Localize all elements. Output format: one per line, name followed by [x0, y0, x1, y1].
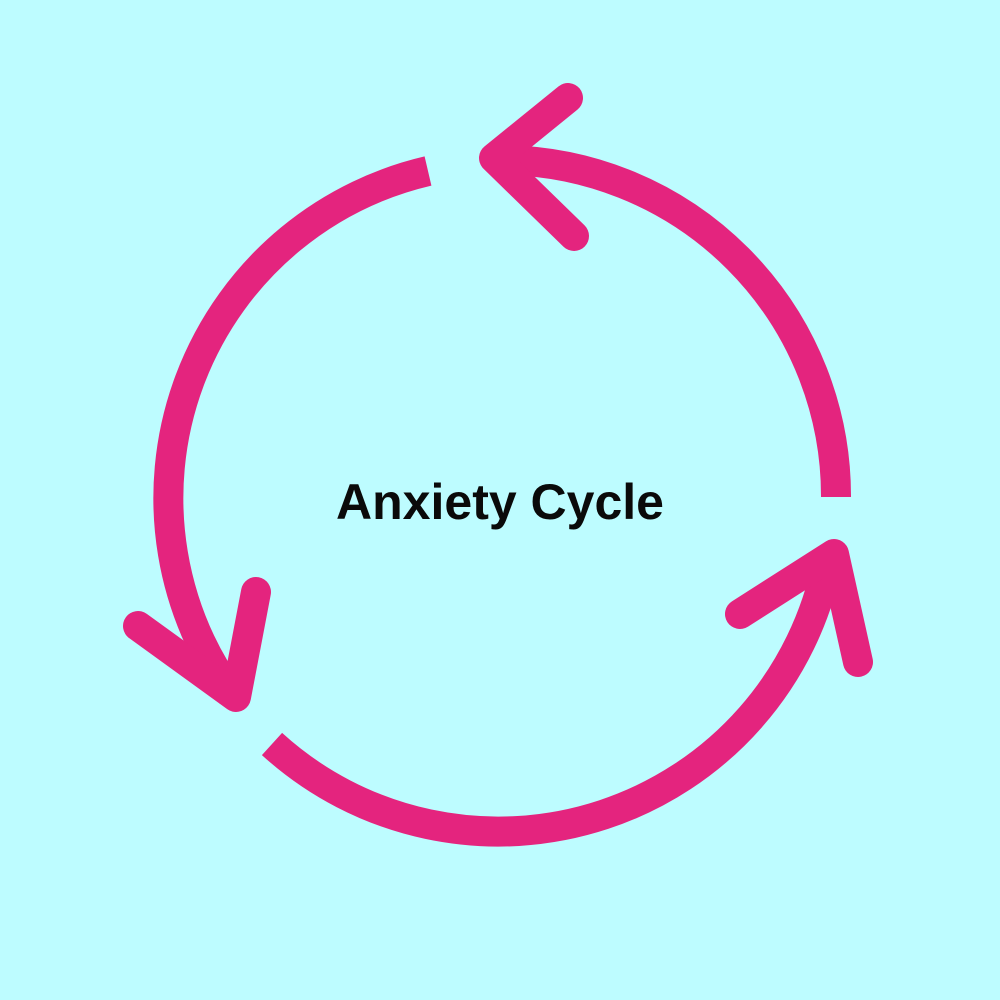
- cycle-arrow-bottom-right-arc: [261, 557, 843, 847]
- cycle-arrow-bottom-right: [261, 539, 873, 847]
- cycle-arrow-bottom-right-head: [725, 539, 873, 677]
- cycle-arrow-left-arc: [153, 156, 432, 704]
- cycle-arrow-top-right-arc: [499, 145, 852, 498]
- cycle-arrow-top-right-head: [479, 83, 589, 251]
- cycle-arrow-left: [123, 156, 432, 712]
- diagram-center-label: Anxiety Cycle: [336, 474, 664, 530]
- cycle-arrow-top-right: [479, 83, 852, 498]
- cycle-arrow-left-head: [123, 577, 271, 712]
